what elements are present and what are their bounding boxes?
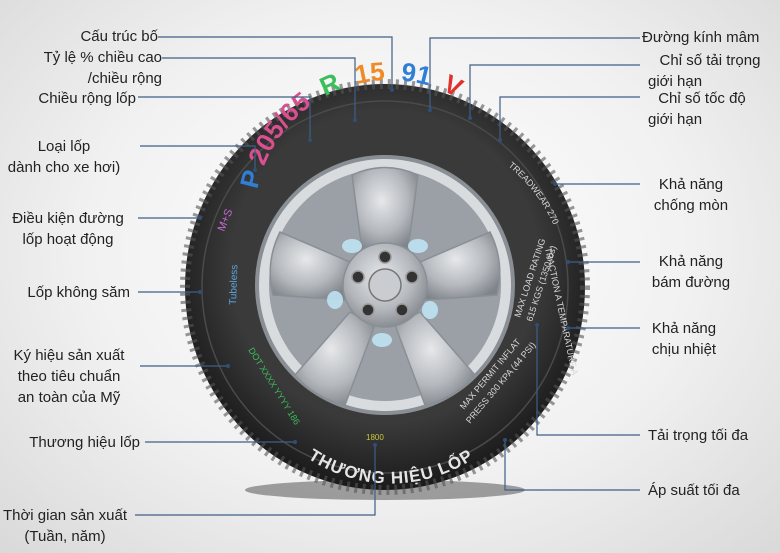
label-tubeless-text: Lốp không săm	[27, 284, 130, 301]
label-load-index: Chỉ số tải trọng giới hạn	[642, 50, 778, 92]
label-tyre-type-line2: dành cho xe hơi)	[7, 159, 121, 176]
label-temperature: Khả năng chịu nhiệt	[642, 318, 726, 360]
label-max-load-text: Tải trọng tối đa	[648, 427, 749, 444]
label-aspect-ratio-line1: Tỷ lệ % chiều cao	[43, 49, 162, 66]
label-load-index-line1: Chỉ số tải trọng	[659, 52, 761, 69]
label-rim-diameter-text: Đường kính mâm	[642, 29, 760, 46]
tubeless-marking: Tubeless	[228, 265, 240, 306]
label-road-conditions: Điều kiện đường lốp hoạt động	[0, 208, 136, 250]
label-max-pressure-text: Áp suất tối đa	[648, 482, 740, 499]
label-aspect-ratio-line2: /chiều rộng	[87, 70, 162, 87]
label-aspect-ratio: Tỷ lệ % chiều cao /chiều rộng	[0, 47, 162, 89]
code-p: P	[234, 167, 267, 191]
date-code-marking: 1800	[366, 433, 384, 442]
label-production-date: Thời gian sản xuất (Tuần, năm)	[0, 505, 130, 547]
label-load-index-line2: giới hạn	[648, 73, 703, 90]
label-treadwear-line2: chống mòn	[653, 197, 729, 214]
leader-dots	[198, 88, 570, 447]
label-traction-line1: Khả năng	[658, 253, 724, 270]
label-treadwear-line1: Khả năng	[658, 176, 724, 193]
rim	[255, 155, 515, 415]
label-production-date-line1: Thời gian sản xuất	[2, 507, 128, 524]
leader-lines-left	[135, 36, 393, 516]
label-dot-standard-line3: an toàn của Mỹ	[17, 389, 121, 406]
label-speed-index-line2: giới hạn	[648, 111, 703, 128]
label-speed-index: Chỉ số tốc độ giới hạn	[642, 88, 762, 130]
label-tubeless: Lốp không săm	[0, 282, 130, 303]
label-brand: Thương hiệu lốp	[0, 432, 140, 453]
code-rim: 15	[352, 56, 386, 90]
label-brand-text: Thương hiệu lốp	[29, 434, 140, 451]
lug-nuts	[351, 250, 419, 317]
label-road-conditions-line2: lốp hoạt động	[22, 231, 114, 248]
label-tyre-width-text: Chiều rộng lốp	[38, 90, 136, 107]
label-ply-structure: Cấu trúc bố	[30, 26, 158, 47]
label-temperature-line1: Khả năng	[651, 320, 717, 337]
label-production-date-line2: (Tuần, năm)	[24, 528, 106, 545]
label-traction: Khả năng bám đường	[642, 251, 740, 293]
label-rim-diameter: Đường kính mâm	[642, 27, 778, 48]
label-dot-standard: Ký hiệu sản xuất theo tiêu chuẩn an toàn…	[0, 345, 138, 408]
label-ply-structure-text: Cấu trúc bố	[80, 28, 158, 45]
label-temperature-line2: chịu nhiệt	[651, 341, 717, 358]
label-max-pressure: Áp suất tối đa	[648, 480, 773, 501]
label-speed-index-line1: Chỉ số tốc độ	[658, 90, 746, 107]
label-tyre-type-line1: Loại lốp	[37, 138, 91, 155]
label-tyre-width: Chiều rộng lốp	[0, 88, 136, 109]
label-dot-standard-line1: Ký hiệu sản xuất	[13, 347, 125, 364]
label-traction-line2: bám đường	[651, 274, 731, 291]
label-dot-standard-line2: theo tiêu chuẩn	[17, 368, 121, 385]
label-treadwear: Khả năng chống mòn	[642, 174, 740, 216]
code-load: 91	[400, 56, 435, 91]
label-tyre-type: Loại lốp dành cho xe hơi)	[0, 136, 128, 178]
leader-lines-right	[429, 37, 640, 491]
label-max-load: Tải trọng tối đa	[648, 425, 773, 446]
label-road-conditions-line1: Điều kiện đường	[12, 210, 124, 227]
